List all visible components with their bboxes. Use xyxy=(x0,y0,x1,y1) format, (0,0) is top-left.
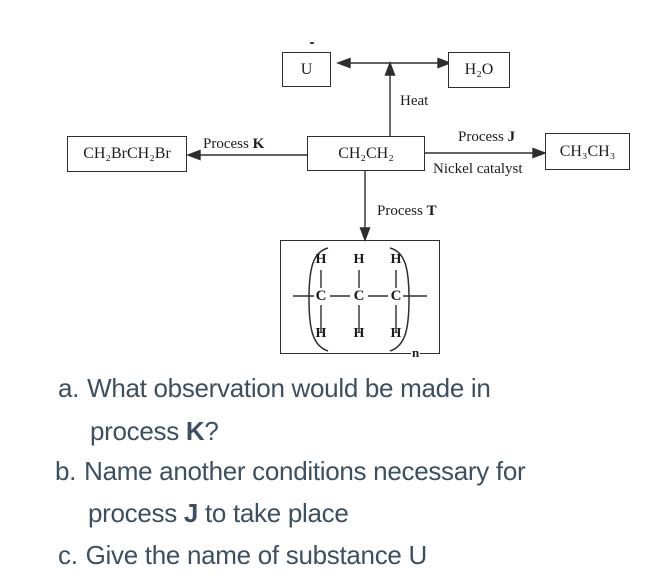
question-b-line2-post: to take place xyxy=(198,498,349,528)
polymer-atom-h: H xyxy=(353,252,365,267)
heat-label: Heat xyxy=(400,93,429,109)
process-k-prefix: Process xyxy=(203,136,253,152)
process-k-label: Process K xyxy=(203,136,264,153)
ethane-label: CH₃CH₃ xyxy=(559,142,616,160)
process-t-prefix: Process xyxy=(377,203,427,219)
question-a-marker: a. xyxy=(58,373,80,403)
question-a-line2-pre: process xyxy=(90,416,186,446)
process-j-letter: J xyxy=(507,129,516,145)
polymer-atom-h: H xyxy=(390,252,402,267)
polymer-atom-h: H xyxy=(353,326,365,341)
box-dibromoethane: CH₂BrCH₂Br xyxy=(67,136,187,172)
arrowhead-up-icon xyxy=(384,61,396,76)
question-c-line1: c.Give the name of substance U xyxy=(58,541,427,570)
question-b-line2-pre: process xyxy=(88,498,184,528)
arrowhead-process-j-icon xyxy=(532,147,547,159)
water-label: H₂O xyxy=(464,61,494,78)
polymer-atom-h: H xyxy=(315,326,327,341)
box-ethene: CH₂CH₂ xyxy=(307,136,425,171)
arrowhead-to-h2o-icon xyxy=(437,57,452,69)
polymer-repeat-subscript: n xyxy=(411,345,421,360)
dibromoethane-label: CH₂BrCH₂Br xyxy=(83,145,171,162)
question-a-line1: a.What observation would be made in xyxy=(58,374,491,403)
question-a-text: What observation would be made in xyxy=(87,373,491,403)
question-b-marker: b. xyxy=(55,456,77,486)
process-k-letter: K xyxy=(252,136,265,152)
nickel-catalyst-label: Nickel catalyst xyxy=(433,161,523,177)
polymer-atom-h: H xyxy=(315,252,327,267)
process-j-prefix: Process xyxy=(458,129,508,145)
question-a-line2-bold: K xyxy=(185,416,205,446)
substance-u-label: U xyxy=(300,60,313,78)
question-c-text: Give the name of substance U xyxy=(85,540,428,570)
question-a-line2-post: ? xyxy=(204,416,219,446)
bracket-left xyxy=(308,247,329,352)
polymer-atom-h: H xyxy=(390,326,402,341)
stray-dot xyxy=(310,42,314,44)
question-c-marker: c. xyxy=(58,540,78,570)
process-t-letter: T xyxy=(426,203,437,219)
question-a-line2: process K? xyxy=(90,417,219,446)
box-ethane: CH₃CH₃ xyxy=(545,133,630,170)
box-water: H₂O xyxy=(448,52,510,88)
polymer-atom-c: C xyxy=(390,288,402,304)
bracket-right xyxy=(389,247,410,352)
ethene-label: CH₂CH₂ xyxy=(338,144,394,162)
box-polymer xyxy=(280,240,440,354)
box-substance-u: U xyxy=(282,52,331,87)
question-b-text: Name another conditions necessary for xyxy=(84,456,526,486)
polymer-atom-c: C xyxy=(315,288,327,304)
arrowhead-process-k-icon xyxy=(186,149,201,161)
question-b-line1: b.Name another conditions necessary for xyxy=(55,456,526,486)
question-b-line2-bold: J xyxy=(183,498,199,528)
question-b-line2: process J to take place xyxy=(88,499,349,528)
polymer-atom-c: C xyxy=(353,288,365,304)
process-t-label: Process T xyxy=(377,203,437,220)
arrowhead-to-u-icon xyxy=(336,57,351,69)
arrowhead-process-t-icon xyxy=(359,227,371,242)
process-j-label: Process J xyxy=(458,129,515,146)
